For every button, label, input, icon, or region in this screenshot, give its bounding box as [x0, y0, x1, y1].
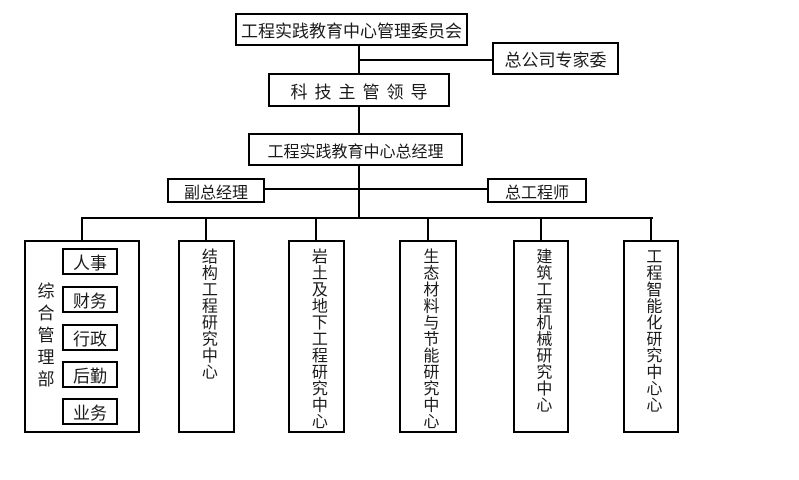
distribution-line [81, 217, 653, 219]
connector-gm-to-distribution [358, 164, 360, 219]
dept-machinery-box: 建筑工程机械研究中心 [513, 240, 569, 433]
drop-line-general-office [81, 217, 83, 240]
section-admin-box: 行政 [62, 324, 118, 351]
section-business-label: 业务 [73, 404, 107, 423]
tech-leader-box: 科技主管领导 [268, 73, 450, 107]
section-hr-label: 人事 [73, 254, 107, 273]
tech-leader-label: 科技主管领导 [290, 82, 435, 102]
section-hr-box: 人事 [62, 248, 118, 275]
dept-structural-box: 结构工程研究中心 [178, 240, 235, 433]
dept-eco-materials-label: 生态材料与节能研究中心 [420, 248, 438, 430]
dept-structural-label: 结构工程研究中心 [198, 248, 216, 380]
general-manager-label: 工程实践教育中心总经理 [267, 143, 444, 161]
section-finance-box: 财务 [62, 286, 118, 313]
chief-engineer-label: 总工程师 [504, 184, 569, 202]
drop-line-eco-materials [427, 217, 429, 240]
connector-tech-to-gm [358, 105, 360, 135]
dept-general-office-label: 综合管理部 [34, 281, 54, 392]
chief-engineer-box: 总工程师 [487, 178, 587, 203]
section-business-box: 业务 [62, 398, 118, 425]
general-manager-box: 工程实践教育中心总经理 [248, 133, 463, 166]
section-logistics-label: 后勤 [73, 367, 107, 386]
dept-geotech-label: 岩土及地下工程研究中心 [308, 248, 326, 430]
deputy-gm-label: 副总经理 [183, 184, 248, 202]
committee-box: 工程实践教育中心管理委员会 [235, 13, 468, 46]
section-finance-label: 财务 [73, 292, 107, 311]
dept-intelligence-box: 工程智能化研究中心心 [623, 240, 679, 433]
section-logistics-box: 后勤 [62, 361, 118, 388]
expert-committee-label: 总公司专家委 [504, 51, 607, 70]
dept-geotech-box: 岩土及地下工程研究中心 [288, 240, 345, 433]
connector-to-chief-engineer [358, 188, 489, 190]
drop-line-machinery [540, 217, 542, 240]
dept-eco-materials-box: 生态材料与节能研究中心 [399, 240, 457, 433]
drop-line-structural [205, 217, 207, 240]
connector-to-expert-committee [358, 59, 492, 61]
dept-intelligence-label: 工程智能化研究中心心 [643, 248, 661, 413]
section-admin-label: 行政 [73, 330, 107, 349]
drop-line-geotech [315, 217, 317, 240]
dept-machinery-label: 建筑工程机械研究中心 [533, 248, 551, 413]
dept-general-office-box: 综合管理部 人事 财务 行政 后勤 业务 [24, 240, 140, 433]
connector-to-deputy-gm [263, 188, 360, 190]
expert-committee-box: 总公司专家委 [492, 42, 619, 75]
drop-line-intelligence [650, 217, 652, 240]
deputy-gm-box: 副总经理 [167, 178, 265, 203]
committee-label: 工程实践教育中心管理委员会 [241, 22, 462, 41]
